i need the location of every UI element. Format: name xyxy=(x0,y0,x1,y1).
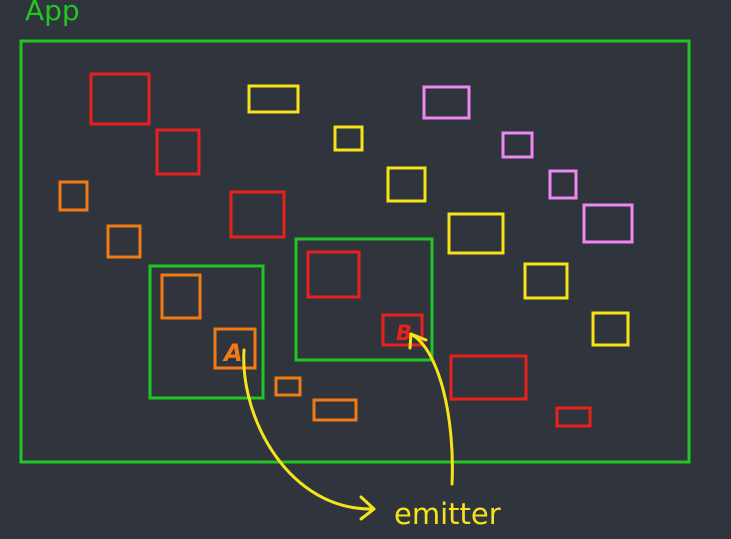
pink-box xyxy=(582,203,634,244)
red-box xyxy=(555,406,592,428)
component-b-label: B xyxy=(396,321,412,345)
arrowhead-icon xyxy=(408,332,428,350)
red-box xyxy=(306,250,361,299)
app-label: App xyxy=(25,0,80,27)
emitter-label: emitter xyxy=(394,497,501,531)
yellow-box xyxy=(247,84,300,114)
arrow-emitter-to-b xyxy=(409,332,454,486)
yellow-box xyxy=(591,311,630,347)
yellow-box xyxy=(386,166,427,203)
red-box xyxy=(449,354,528,401)
app-container xyxy=(19,39,691,464)
group-center-container xyxy=(294,237,434,362)
orange-box xyxy=(274,376,302,397)
yellow-box xyxy=(447,212,505,255)
orange-box xyxy=(106,224,142,259)
red-box xyxy=(89,72,151,126)
yellow-box xyxy=(333,125,364,152)
orange-box xyxy=(312,398,358,422)
yellow-box xyxy=(523,262,569,300)
component-a-box xyxy=(213,327,257,370)
orange-box xyxy=(160,273,202,320)
orange-box xyxy=(58,180,89,212)
pink-box xyxy=(548,169,578,200)
red-box xyxy=(155,128,201,176)
group-left-container xyxy=(148,264,265,400)
component-a-label: A xyxy=(222,339,243,367)
arrowhead-icon xyxy=(359,495,376,521)
component-b-box xyxy=(381,313,424,347)
red-box xyxy=(229,190,286,239)
arrow-emitter-to-a xyxy=(242,348,374,511)
pink-box xyxy=(422,85,471,120)
pink-box xyxy=(501,131,534,159)
